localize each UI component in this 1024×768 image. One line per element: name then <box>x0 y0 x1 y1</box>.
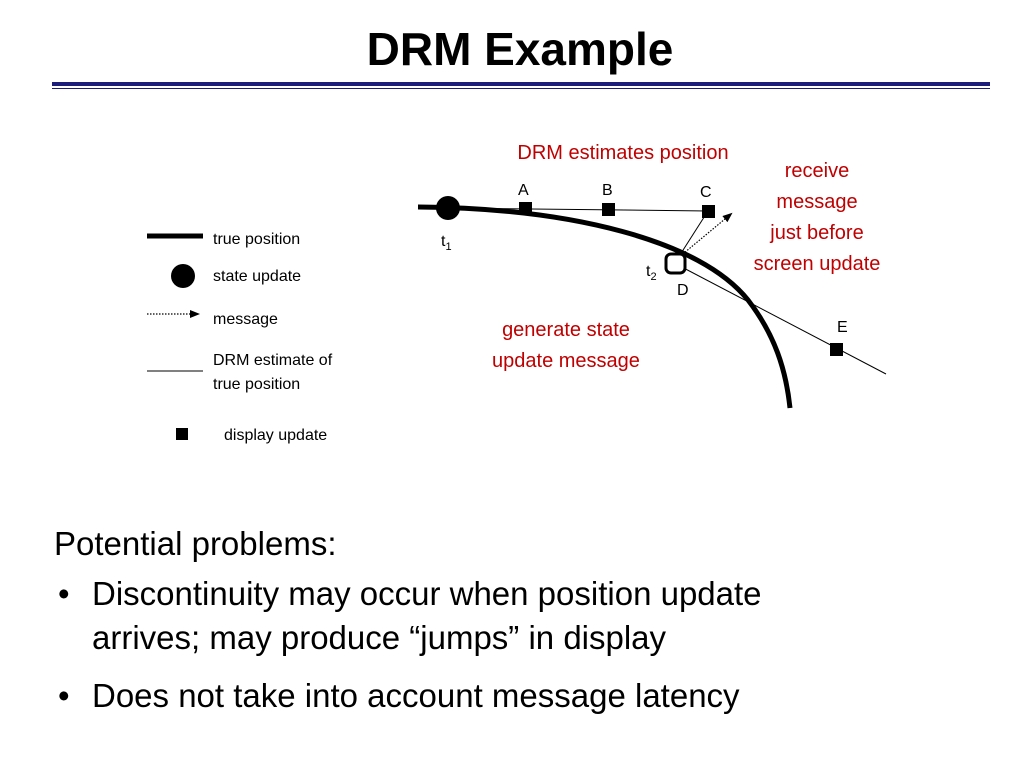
time-label-t1: t1 <box>441 233 452 253</box>
annotation-receive-line4: screen update <box>754 253 881 275</box>
problem-item-discontinuity: • Discontinuity may occur when position … <box>54 572 954 660</box>
title-divider-thin <box>52 88 990 89</box>
problem-text-line1: Does not take into account message laten… <box>92 677 740 714</box>
point-label-a: A <box>518 182 529 199</box>
display-update-b <box>602 203 615 216</box>
trajectory-diagram: A B C D E t1 t2 DRM estimates position r… <box>417 142 887 409</box>
legend-true-position-label: true position <box>213 231 300 248</box>
legend-state-update-dot <box>171 264 195 288</box>
display-update-e <box>830 343 843 356</box>
time-label-t2-sub: 2 <box>650 271 656 283</box>
time-label-t2-base: t <box>646 263 651 280</box>
message-arrow <box>677 212 733 259</box>
bullet-marker: • <box>58 677 70 714</box>
legend-drm-estimate-label-line1: DRM estimate of <box>213 352 333 369</box>
legend-display-update-label: display update <box>224 427 327 444</box>
problem-text-line2: arrives; may produce “jumps” in display <box>92 619 667 656</box>
problems-section: Potential problems: • Discontinuity may … <box>54 522 954 732</box>
time-label-t1-base: t <box>441 233 446 250</box>
time-label-t1-sub: 1 <box>445 241 451 253</box>
problems-list: • Discontinuity may occur when position … <box>54 572 954 718</box>
drm-estimate-line-2 <box>675 263 887 375</box>
slide-title: DRM Example <box>366 23 674 75</box>
state-update-t1-dot <box>436 196 460 220</box>
legend-display-update-square <box>176 428 188 440</box>
annotation-generate-line1: generate state <box>502 319 630 341</box>
annotation-receive-line3: just before <box>769 222 863 244</box>
annotation-receive-line1: receive <box>785 160 849 182</box>
point-label-d: D <box>677 282 689 299</box>
display-update-c <box>702 205 715 218</box>
annotation-generate-line2: update message <box>492 350 640 372</box>
annotation-drm-estimates: DRM estimates position <box>517 142 728 164</box>
problem-item-latency: • Does not take into account message lat… <box>54 674 954 718</box>
bullet-marker: • <box>58 575 70 612</box>
title-divider-thick <box>52 82 990 86</box>
time-label-t2: t2 <box>646 263 657 283</box>
annotation-receive-line2: message <box>776 191 857 213</box>
problem-text-line1: Discontinuity may occur when position up… <box>92 575 762 612</box>
problems-heading: Potential problems: <box>54 525 337 562</box>
legend-message-label: message <box>213 311 278 328</box>
state-update-t2-marker <box>664 252 687 275</box>
drm-estimate-line-1 <box>447 207 709 212</box>
legend: true position state update message DRM e… <box>147 231 333 444</box>
true-position-curve <box>417 204 793 409</box>
legend-drm-estimate-label-line2: true position <box>213 376 300 393</box>
point-label-c: C <box>700 184 712 201</box>
display-update-a <box>519 202 532 215</box>
point-label-e: E <box>837 319 848 336</box>
c-to-t2-segment <box>677 210 709 259</box>
point-label-b: B <box>602 182 613 199</box>
legend-state-update-label: state update <box>213 268 301 285</box>
